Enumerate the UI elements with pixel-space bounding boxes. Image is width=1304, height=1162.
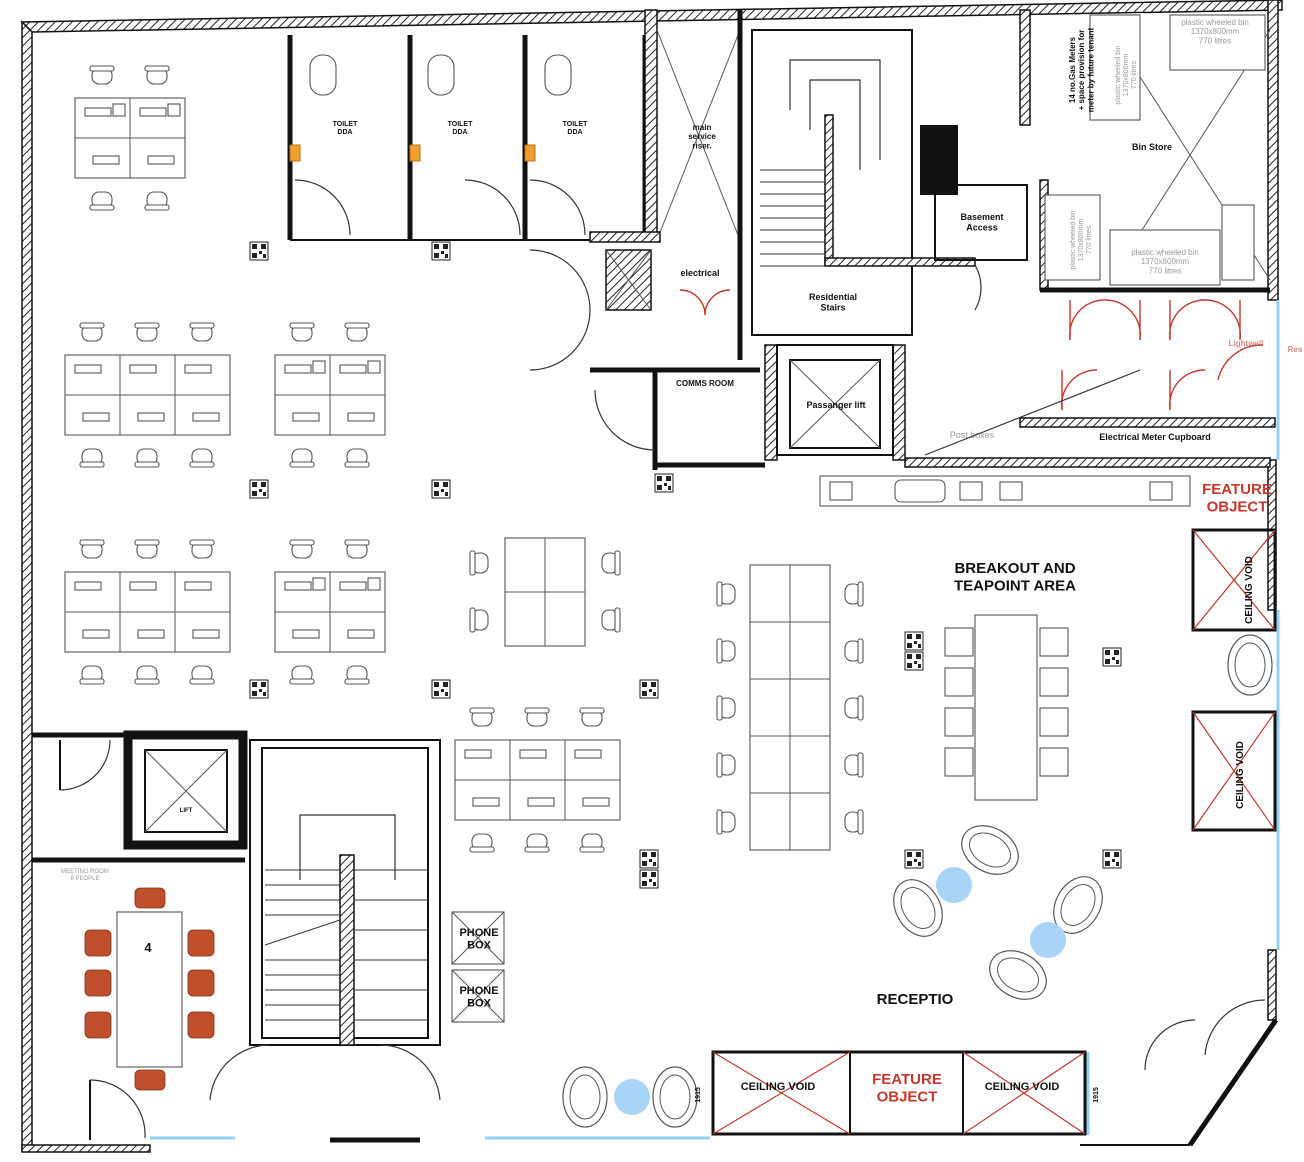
ceiling-void-label: CEILING VOID: [985, 1081, 1060, 1093]
electrical-meter-cupboard-label: Electrical Meter Cupboard: [1099, 432, 1211, 442]
ceiling-void-label: CEILING VOID: [1235, 741, 1246, 809]
gas-meters-label: 14 no.Gas Meters+ space provision formet…: [1068, 27, 1095, 112]
lightwell-label: Lightwell: [1229, 339, 1264, 348]
toilet-pan: [427, 54, 455, 96]
bin-label: plastic wheeled bin1370x800mm770 litres: [1115, 45, 1138, 104]
ceiling-void-label: CEILING VOID: [741, 1081, 816, 1093]
toilet-pan: [309, 54, 337, 96]
meeting-table-number: 4: [144, 940, 152, 955]
bin-store-label: Bin Store: [1132, 142, 1172, 152]
dimension-label: 1915: [1093, 1087, 1100, 1103]
passenger-lift: Passanger lift: [764, 344, 906, 461]
res-label: Res: [1288, 345, 1303, 354]
toilet-pan: [544, 54, 572, 96]
bin-label: plastic wheeled bin1370x800mm770 litres: [1070, 210, 1093, 269]
electrical-label: electrical: [680, 268, 719, 278]
lower-core: LIFT: [32, 730, 441, 1143]
reception-lounge: RECEPTIO: [562, 815, 1113, 1128]
desk-pods-centre: [469, 537, 864, 851]
meter-cupboards: Lightwell Res Electrical Meter Cupboard …: [904, 299, 1303, 468]
kitchen-counter: [819, 475, 1191, 507]
passenger-lift-label: Passanger lift: [806, 400, 865, 410]
lift-label: LIFT: [180, 808, 193, 814]
reception-label: RECEPTIO: [877, 991, 954, 1008]
post-boxes-label: Post boxes: [950, 430, 995, 440]
dimension-label: 1915: [695, 1087, 702, 1103]
ceiling-void-label: CEILING VOID: [1244, 556, 1255, 624]
comms-room-label: COMMS ROOM: [676, 379, 734, 388]
